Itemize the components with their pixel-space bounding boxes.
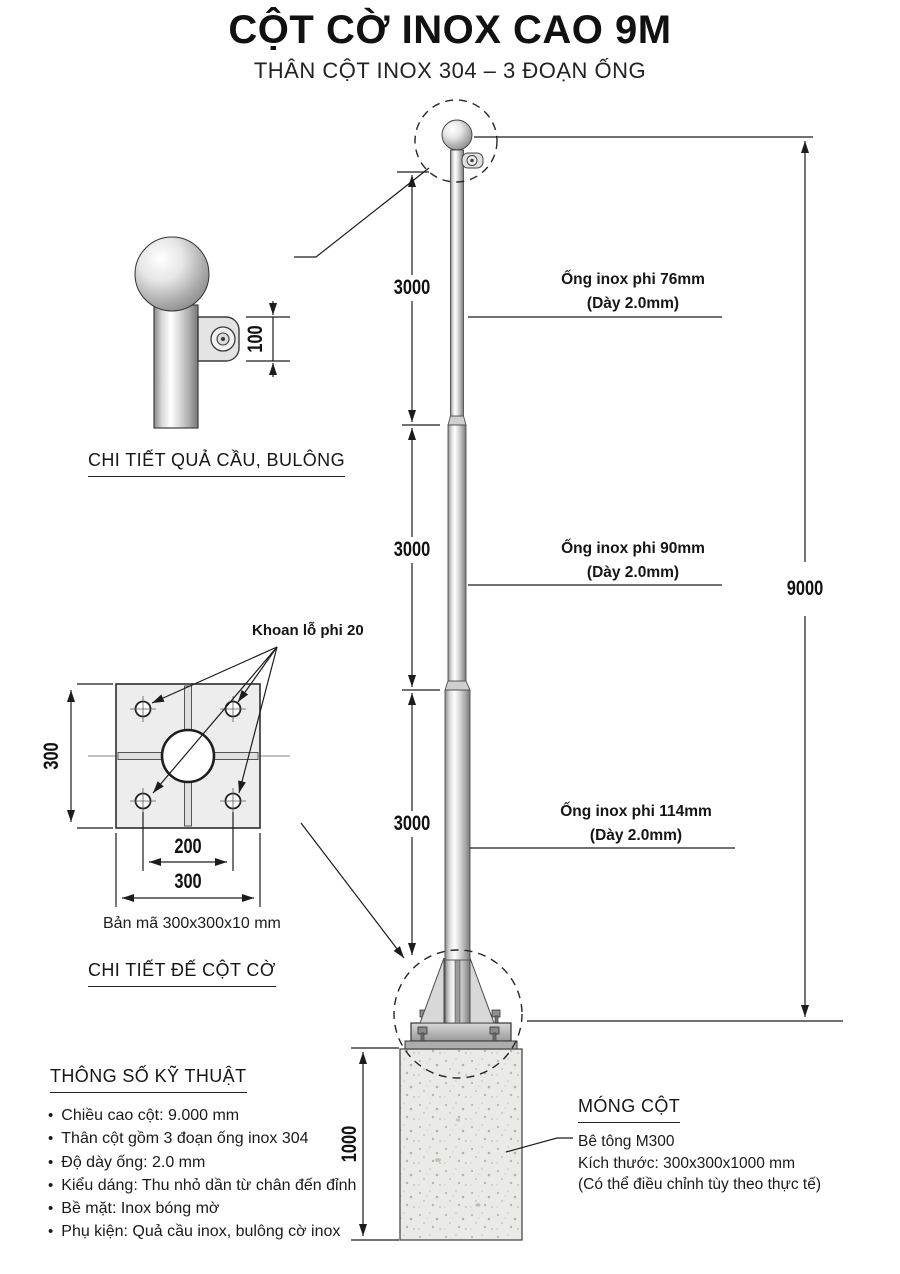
pipe-label-114-name: Ống inox phi 114mm	[560, 803, 712, 820]
foundation-note: Bê tông M300	[578, 1133, 675, 1150]
dim-plate-bottom: 300	[174, 870, 202, 893]
dim-hole-spacing: 200	[174, 835, 202, 858]
pipe-label-90-name: Ống inox phi 90mm	[561, 540, 705, 557]
pipe-label-76-thickness: (Dày 2.0mm)	[586, 295, 680, 312]
hole-note: Khoan lỗ phi 20	[252, 622, 364, 639]
pipe-label-leaders	[468, 316, 735, 849]
ball-detail-view	[134, 236, 290, 429]
ball-detail-caption: CHI TIẾT QUẢ CẦU, BULÔNG	[88, 450, 345, 477]
dim-segment-1: 3000	[393, 276, 431, 299]
dim-plate-side: 300	[40, 742, 63, 770]
spec-item: Bề mặt: Inox bóng mờ	[48, 1197, 398, 1220]
leader-foundation-note	[505, 1137, 573, 1153]
dim-bracket-height: 100	[244, 325, 267, 353]
detail-neck	[153, 304, 199, 429]
hole-leader-fan	[151, 646, 278, 794]
foundation-note: (Có thể điều chỉnh tùy theo thực tế)	[578, 1176, 822, 1193]
foundation-title: MÓNG CỘT	[578, 1096, 681, 1123]
pole-segment-90	[447, 424, 467, 682]
pipe-label-114-thickness: (Dày 2.0mm)	[589, 827, 683, 844]
pipe-label-114: Ống inox phi 114mm (Dày 2.0mm)	[521, 800, 751, 848]
spec-item: Phụ kiện: Quả cầu inox, bulông cờ inox	[48, 1220, 398, 1243]
plate-note: Bản mã 300x300x10 mm	[103, 915, 281, 932]
segment-dimension-chain	[397, 171, 440, 955]
spec-item: Thân cột gồm 3 đoạn ống inox 304	[48, 1127, 398, 1150]
specs-list: Chiều cao cột: 9.000 mm Thân cột gồm 3 đ…	[48, 1104, 398, 1244]
joint-collar-2	[444, 680, 471, 691]
foundation-notes: Bê tông M300 Kích thước: 300x300x1000 mm…	[578, 1131, 898, 1196]
gusset-right	[469, 957, 495, 1024]
specs-title: THÔNG SỐ KỸ THUẬT	[50, 1066, 247, 1093]
ball-top	[441, 119, 473, 151]
foundation-note: Kích thước: 300x300x1000 mm	[578, 1154, 795, 1172]
top-callout-circle	[414, 99, 498, 183]
pipe-label-76: Ống inox phi 76mm (Dày 2.0mm)	[518, 268, 748, 316]
dim-total-height: 9000	[786, 577, 824, 600]
pipe-label-76-name: Ống inox phi 76mm	[561, 271, 705, 288]
detail-ball	[134, 236, 210, 312]
spec-item: Kiểu dáng: Thu nhỏ dần từ chân đến đỉnh	[48, 1174, 398, 1197]
detail-pole-hole	[160, 728, 216, 784]
base-plate-lower	[404, 1040, 518, 1050]
spec-item: Độ dày ống: 2.0 mm	[48, 1151, 398, 1174]
leader-ball-detail	[294, 167, 430, 258]
pole-base-assembly	[404, 954, 518, 1050]
base-detail-caption: CHI TIẾT ĐẾ CỘT CỜ	[88, 960, 276, 987]
leader-base-detail	[300, 822, 405, 959]
pole-segment-76	[450, 149, 464, 417]
pole-segment-114	[444, 689, 471, 961]
joint-collar-1	[447, 415, 467, 426]
page-title: CỘT CỜ INOX CAO 9M	[228, 8, 672, 52]
foundation-block	[399, 1048, 523, 1241]
dim-segment-3: 3000	[393, 812, 431, 835]
gusset-left	[419, 957, 445, 1024]
pole-segments	[444, 149, 471, 961]
ball-finial	[441, 119, 484, 169]
base-callout-circle	[393, 949, 523, 1079]
page-subtitle: THÂN CỘT INOX 304 – 3 ĐOẠN ỐNG	[253, 58, 647, 83]
spec-item: Chiều cao cột: 9.000 mm	[48, 1104, 398, 1127]
gusset-front	[454, 955, 461, 1024]
pipe-label-90-thickness: (Dày 2.0mm)	[586, 564, 680, 581]
base-plate-detail-view	[67, 646, 290, 907]
total-height-dimension	[474, 136, 843, 1022]
pipe-label-90: Ống inox phi 90mm (Dày 2.0mm)	[518, 537, 748, 585]
dim-segment-2: 3000	[393, 538, 431, 561]
